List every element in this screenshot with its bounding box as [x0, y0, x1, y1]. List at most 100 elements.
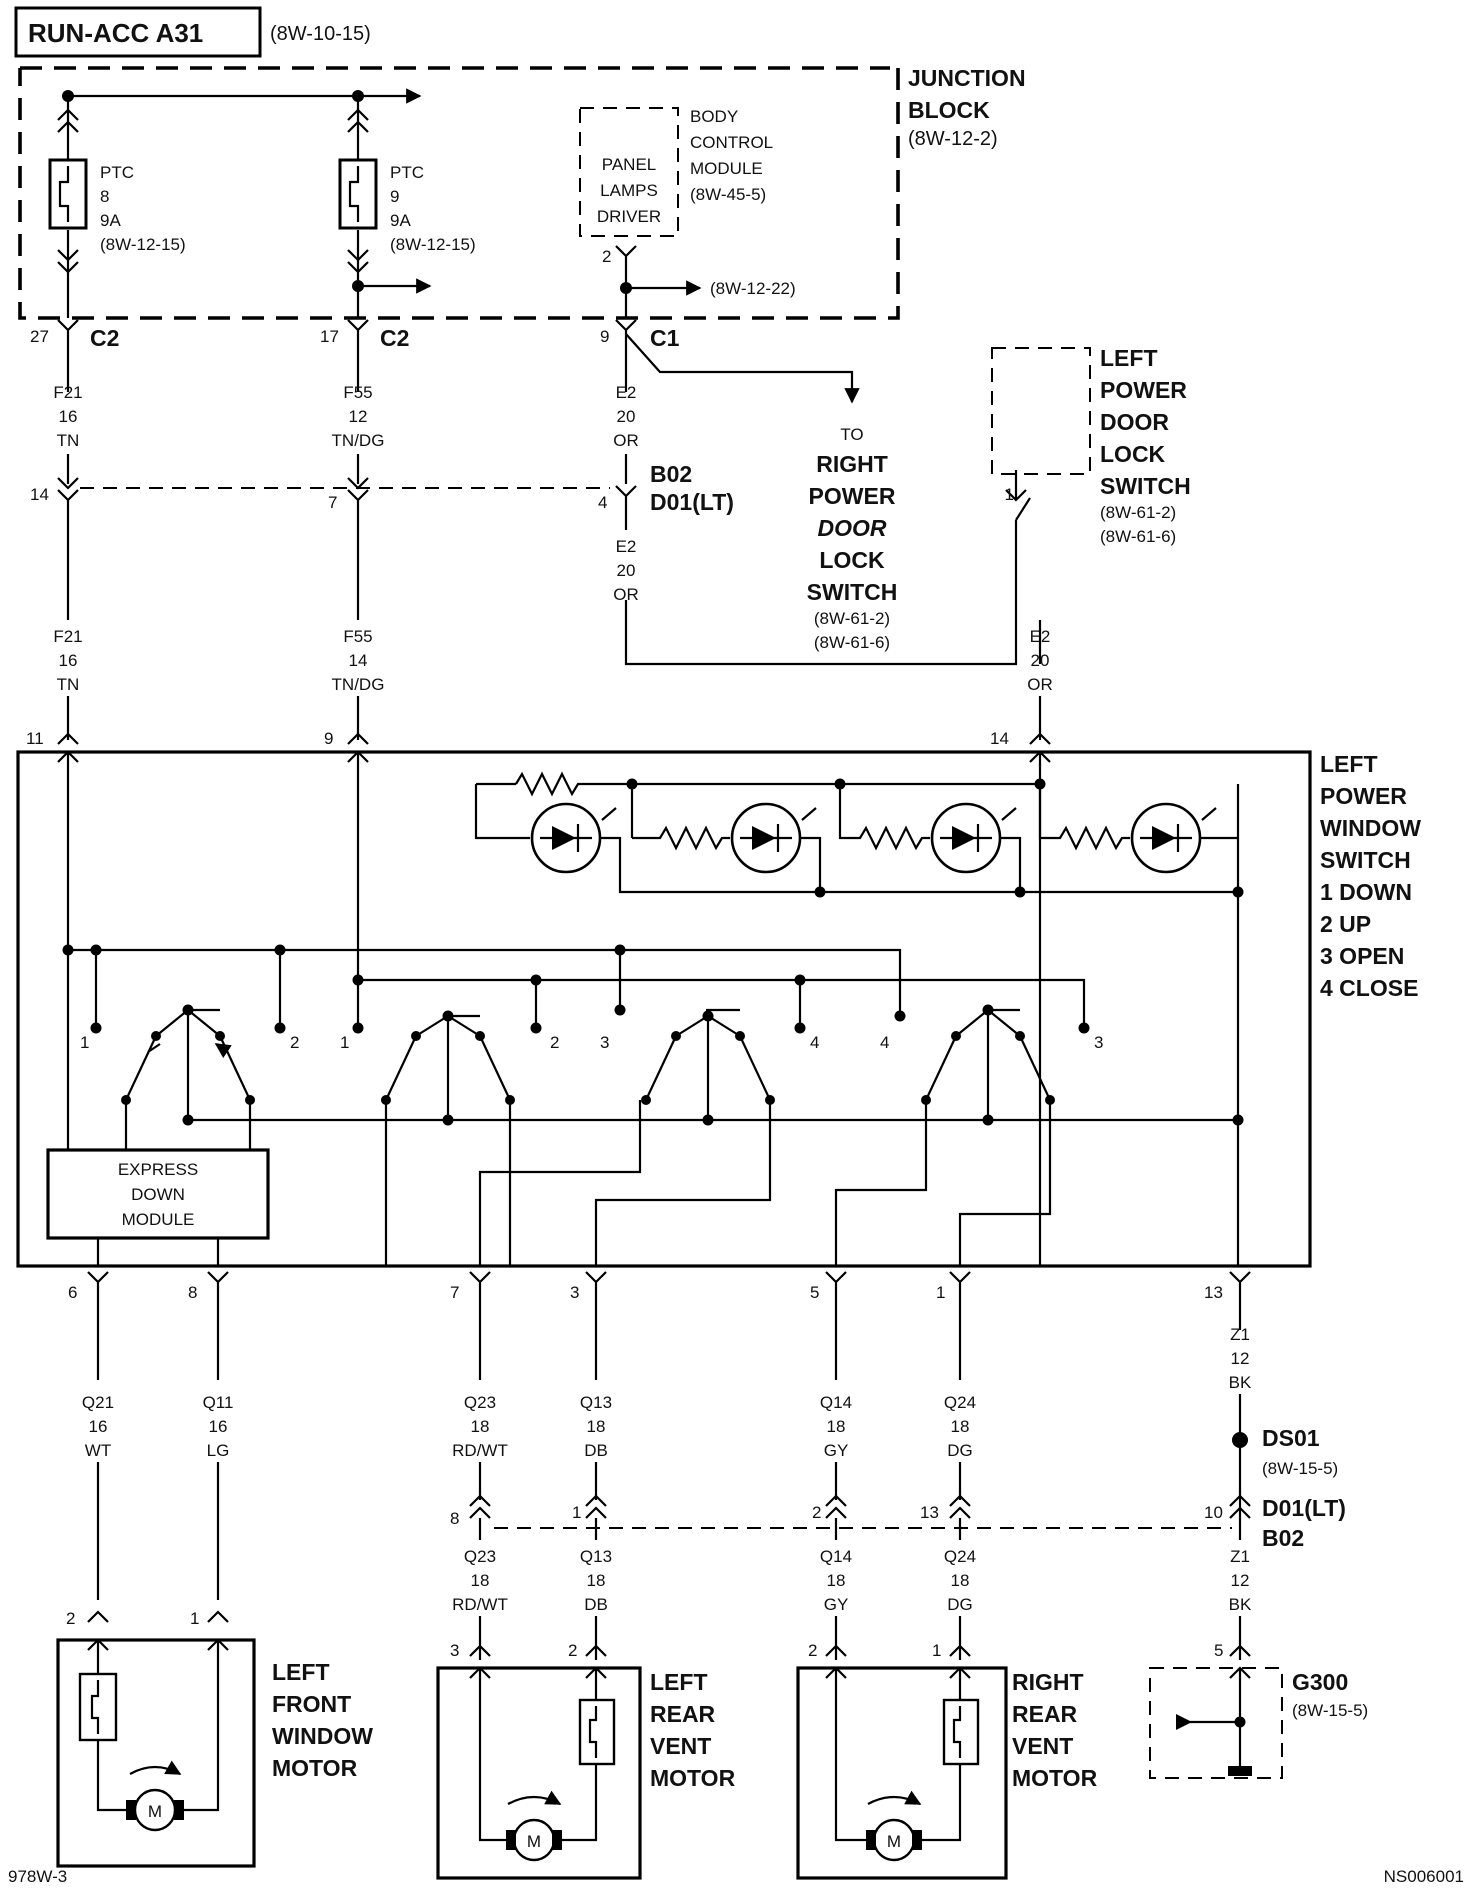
g300-pin: 5: [1214, 1641, 1223, 1660]
wire-f55-upper-gauge: 12: [349, 407, 368, 426]
wire-z1-b-circuit: Z1: [1230, 1547, 1250, 1566]
left-lock-5: SWITCH: [1100, 473, 1191, 499]
ground-g300: 5 G300 (8W-15-5): [1149, 1641, 1368, 1779]
out-pin-6: 6: [68, 1283, 77, 1302]
express-down-module: EXPRESS DOWN MODULE: [46, 1100, 270, 1266]
wire-f55-mid-color: TN/DG: [332, 675, 385, 694]
right-rear-vent-motor: 2 1 M RIGHT REAR VENT MOTOR: [796, 1641, 1098, 1880]
wire-q23-b-color: RD/WT: [452, 1595, 508, 1614]
d01-pin-1: 1: [572, 1503, 581, 1522]
g300-name: G300: [1292, 1669, 1348, 1695]
lfwm-label-2: FRONT: [272, 1691, 351, 1717]
wire-q23-color: RD/WT: [452, 1441, 508, 1460]
wire-q14-color: GY: [824, 1441, 849, 1460]
right-lock-ref-2: (8W-61-6): [814, 633, 890, 652]
fuse-8-ref: (8W-12-15): [100, 235, 186, 254]
out-pin-13: 13: [1204, 1283, 1223, 1302]
right-lock-4: LOCK: [819, 547, 885, 573]
switch-mechanisms: [121, 1004, 1244, 1126]
header-ref: (8W-10-15): [270, 23, 371, 45]
b02-label-1: B02: [650, 461, 692, 487]
wire-q13-color: DB: [584, 1441, 608, 1460]
switch-label-2: POWER: [1320, 783, 1407, 809]
rrvm-label-2: REAR: [1012, 1701, 1078, 1727]
body-control-module: PANEL LAMPS DRIVER BODY CONTROL MODULE (…: [579, 107, 796, 318]
wire-q21-gauge: 16: [89, 1417, 108, 1436]
upper-wire-labels: F21 16 TN F55 12 TN/DG E2 20 OR: [53, 383, 638, 450]
left-front-window-motor: 2 1 M LEFT FRONT WINDOW MOTOR: [56, 1609, 373, 1868]
wire-q23-circuit: Q23: [464, 1393, 496, 1412]
right-lock-5: SWITCH: [807, 579, 898, 605]
b02-label-2: D01(LT): [650, 489, 734, 515]
left-door-lock-switch: 1 LEFT POWER DOOR LOCK SWITCH (8W-61-2) …: [624, 345, 1191, 666]
bcm-pin: 2: [602, 247, 611, 266]
wire-f55-mid-gauge: 14: [349, 651, 368, 670]
lrvm-label-1: LEFT: [650, 1669, 708, 1695]
contact-4-a: 4: [810, 1033, 819, 1052]
rrvm-pin-1: 1: [932, 1641, 941, 1660]
wire-q13-b-gauge: 18: [587, 1571, 606, 1590]
fuse-9-rating: 9A: [390, 211, 411, 230]
wire-q11-color: LG: [207, 1441, 230, 1460]
input-pin-11: 11: [26, 729, 44, 748]
wire-q24-color: DG: [947, 1441, 973, 1460]
switch-label-3: WINDOW: [1320, 815, 1421, 841]
left-lock-2: POWER: [1100, 377, 1187, 403]
switch-label-8: 4 CLOSE: [1320, 975, 1418, 1001]
wire-e2-upper-gauge: 20: [617, 407, 636, 426]
right-lock-ref-1: (8W-61-2): [814, 609, 890, 628]
contact-1-b: 1: [340, 1033, 349, 1052]
right-lock-2: POWER: [809, 483, 896, 509]
wire-q23-b-gauge: 18: [471, 1571, 490, 1590]
lrvm-pin-3: 3: [450, 1641, 459, 1660]
out-pin-3: 3: [570, 1283, 579, 1302]
wire-q24-circuit: Q24: [944, 1393, 976, 1412]
express-1: EXPRESS: [118, 1160, 198, 1179]
wire-q13-b-color: DB: [584, 1595, 608, 1614]
bcm-driver-3: DRIVER: [597, 207, 661, 226]
bcm-driver-2: LAMPS: [600, 181, 658, 200]
right-lock-3: DOOR: [818, 515, 887, 541]
left-lock-ref-1: (8W-61-2): [1100, 503, 1176, 522]
wire-q21-circuit: Q21: [82, 1393, 114, 1412]
fuse-8-rating: 9A: [100, 211, 121, 230]
wire-f21-mid-circuit: F21: [53, 627, 82, 646]
to-right-door-lock-switch: TO RIGHT POWER DOOR LOCK SWITCH (8W-61-2…: [807, 425, 898, 652]
lrvm-symbol: M: [527, 1832, 541, 1851]
bcm-branch-ref: (8W-12-22): [710, 279, 796, 298]
left-lock-4: LOCK: [1100, 441, 1166, 467]
out-pin-5: 5: [810, 1283, 819, 1302]
ptc-fuse-9: PTC 9 9A (8W-12-15): [338, 96, 476, 318]
wire-q24-gauge: 18: [951, 1417, 970, 1436]
switch-label-5: 1 DOWN: [1320, 879, 1412, 905]
out-pin-7: 7: [450, 1283, 459, 1302]
out-pin-1: 1: [936, 1283, 945, 1302]
wire-z1-upper-color: BK: [1229, 1373, 1252, 1392]
switch-contact-buses: [62, 944, 1090, 1034]
left-power-window-switch: LEFT POWER WINDOW SWITCH 1 DOWN 2 UP 3 O…: [16, 750, 1421, 1268]
contact-3-b: 3: [1094, 1033, 1103, 1052]
jb-connectors: 27 C2 17 C2 9 C1: [30, 319, 860, 404]
jb-conn-c2-a: C2: [90, 325, 119, 351]
wire-f55-mid-circuit: F55: [343, 627, 372, 646]
out-pin-8: 8: [188, 1283, 197, 1302]
bcm-module-1: BODY: [690, 107, 738, 126]
b02-pin-4: 4: [598, 493, 607, 512]
wire-z1-b-gauge: 12: [1231, 1571, 1250, 1590]
right-lock-1: RIGHT: [816, 451, 888, 477]
contact-2-a: 2: [290, 1033, 299, 1052]
jb-conn-c2-b: C2: [380, 325, 409, 351]
left-lock-pin: 1: [1005, 485, 1014, 504]
wire-e2-upper-color: OR: [613, 431, 639, 450]
wire-q11-gauge: 16: [209, 1417, 228, 1436]
contact-3-a: 3: [600, 1033, 609, 1052]
wire-f21-upper-circuit: F21: [53, 383, 82, 402]
splice-name: DS01: [1262, 1425, 1320, 1451]
switch-label-6: 2 UP: [1320, 911, 1371, 937]
wire-q14-b-circuit: Q14: [820, 1547, 852, 1566]
jb-pin-17: 17: [320, 327, 339, 346]
d01-label-2: B02: [1262, 1525, 1304, 1551]
express-2: DOWN: [131, 1185, 185, 1204]
switch-label-7: 3 OPEN: [1320, 943, 1404, 969]
